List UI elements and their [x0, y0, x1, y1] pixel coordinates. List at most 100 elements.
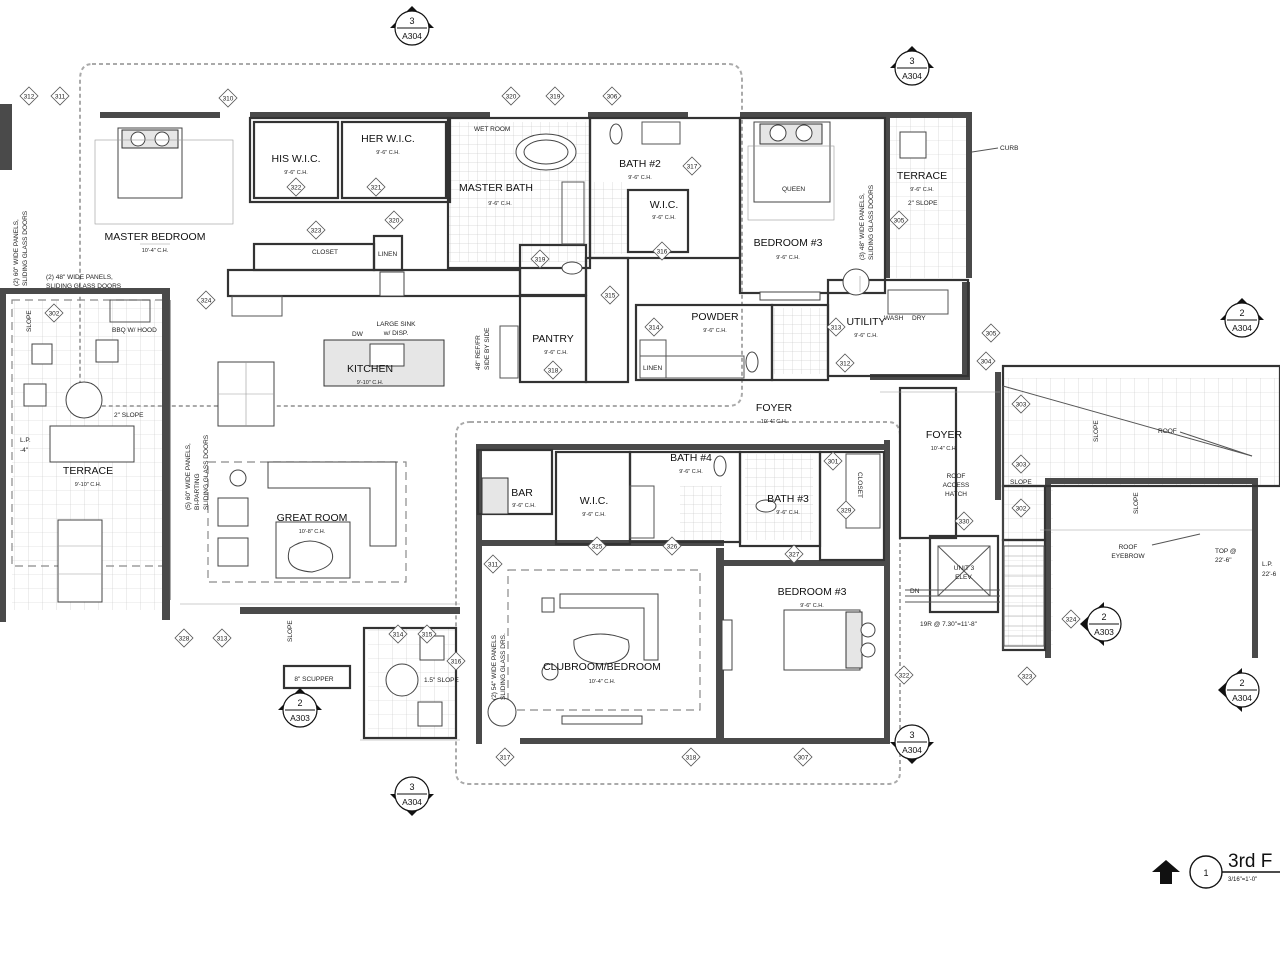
detail-tag: 312: [835, 353, 855, 373]
detail-tag: 313: [826, 317, 846, 337]
svg-text:SLOPE: SLOPE: [26, 310, 33, 332]
detail-tag: 315: [600, 285, 620, 305]
svg-text:ROOF: ROOF: [1158, 428, 1177, 435]
room-labels: MASTER BEDROOM 10'-4" C.H. HIS W.I.C. 9'…: [63, 126, 975, 685]
detail-tag: 318: [543, 360, 563, 380]
svg-text:10'-8" C.H.: 10'-8" C.H.: [299, 529, 326, 535]
svg-text:315: 315: [422, 631, 433, 638]
room-his-wic: HIS W.I.C.: [271, 153, 320, 165]
svg-text:302: 302: [49, 310, 60, 317]
svg-text:3: 3: [909, 56, 914, 66]
room-bedroom-3-south: BEDROOM #3: [778, 586, 847, 598]
svg-text:A304: A304: [402, 797, 422, 807]
svg-text:ACCESS: ACCESS: [943, 482, 970, 489]
svg-text:324: 324: [201, 297, 212, 304]
detail-tag: 305: [981, 323, 1001, 343]
svg-text:WET ROOM: WET ROOM: [474, 126, 510, 133]
svg-text:319: 319: [550, 93, 561, 100]
svg-text:1.5" SLOPE: 1.5" SLOPE: [424, 677, 459, 684]
detail-tag: 316: [652, 241, 672, 261]
svg-text:L.P.: L.P.: [1262, 561, 1273, 568]
svg-text:9'-6" C.H.: 9'-6" C.H.: [284, 170, 308, 176]
svg-text:SLOPE: SLOPE: [1093, 420, 1100, 442]
svg-text:2" SLOPE: 2" SLOPE: [114, 412, 144, 419]
svg-text:311: 311: [488, 561, 499, 568]
misc-lines: [169, 276, 1253, 741]
svg-text:320: 320: [506, 93, 517, 100]
svg-text:SLIDING GLASS DOORS: SLIDING GLASS DOORS: [46, 283, 122, 290]
svg-text:SIDE BY SIDE: SIDE BY SIDE: [484, 327, 491, 370]
svg-text:307: 307: [798, 754, 809, 761]
annotations: LARGE SINK w/ DISP. DW QUEEN WASH DRY BB…: [13, 145, 1277, 700]
svg-text:9'-6" C.H.: 9'-6" C.H.: [512, 503, 536, 509]
room-clubroom-bedroom: CLUBROOM/BEDROOM: [543, 661, 661, 673]
svg-text:328: 328: [179, 635, 190, 642]
detail-tag: 326: [662, 536, 682, 556]
svg-text:329: 329: [841, 507, 852, 514]
svg-text:(5) 60" WIDE PANELS,: (5) 60" WIDE PANELS,: [185, 443, 192, 510]
detail-tag: 311: [483, 554, 503, 574]
detail-tag: 322: [286, 177, 306, 197]
svg-text:301: 301: [828, 458, 839, 465]
svg-text:DW: DW: [352, 331, 364, 338]
svg-text:22'-6: 22'-6: [1262, 571, 1277, 578]
room-master-bedroom: MASTER BEDROOM: [105, 231, 206, 243]
svg-text:CLOSET: CLOSET: [856, 472, 863, 498]
detail-tag: 306: [602, 86, 622, 106]
room-bar: BAR: [511, 487, 533, 499]
svg-text:323: 323: [1022, 673, 1033, 680]
svg-text:3: 3: [409, 16, 414, 26]
detail-tag: 314: [388, 624, 408, 644]
svg-text:317: 317: [687, 163, 698, 170]
svg-text:-4": -4": [20, 447, 29, 454]
room-bath-3: BATH #3: [767, 493, 809, 505]
detail-tag: 311: [50, 86, 70, 106]
detail-tag: 321: [366, 177, 386, 197]
stairs: [905, 545, 1045, 647]
svg-text:305: 305: [894, 217, 905, 224]
svg-text:316: 316: [657, 248, 668, 255]
detail-tag: 317: [495, 747, 515, 767]
svg-text:319: 319: [535, 256, 546, 263]
svg-text:48" REF/FR: 48" REF/FR: [475, 335, 482, 370]
svg-text:A304: A304: [1232, 693, 1252, 703]
detail-tag: 305: [889, 210, 909, 230]
svg-text:22'-6": 22'-6": [1215, 557, 1232, 564]
detail-tag: 323: [1017, 666, 1037, 686]
svg-text:ROOF: ROOF: [1119, 544, 1138, 551]
svg-text:9'-6" C.H.: 9'-6" C.H.: [652, 215, 676, 221]
svg-text:A304: A304: [1232, 323, 1252, 333]
svg-text:317: 317: [500, 754, 511, 761]
svg-text:305: 305: [986, 330, 997, 337]
svg-text:318: 318: [686, 754, 697, 761]
detail-tag: 318: [681, 747, 701, 767]
svg-text:2: 2: [1239, 308, 1244, 318]
svg-text:9'-6" C.H.: 9'-6" C.H.: [488, 201, 512, 207]
drawing-title: 1 3rd F 3/16"=1'-0": [1152, 851, 1280, 889]
elevator-label: UNIT 3: [954, 565, 975, 572]
room-great-room: GREAT ROOM: [277, 512, 348, 524]
svg-text:10'-4" C.H.: 10'-4" C.H.: [142, 248, 169, 254]
detail-tag: 315: [417, 624, 437, 644]
svg-text:9'-6" C.H.: 9'-6" C.H.: [628, 175, 652, 181]
svg-text:306: 306: [607, 93, 618, 100]
detail-tag: 325: [587, 536, 607, 556]
svg-text:2: 2: [1101, 612, 1106, 622]
svg-text:ELEV.: ELEV.: [955, 574, 973, 581]
svg-text:L.P.: L.P.: [20, 437, 31, 444]
svg-text:BBQ W/ HOOD: BBQ W/ HOOD: [112, 327, 157, 334]
detail-tag: 304: [976, 351, 996, 371]
svg-text:(2) 54" WIDE PANELS: (2) 54" WIDE PANELS: [491, 634, 498, 700]
room-her-wic: HER W.I.C.: [361, 133, 415, 145]
svg-text:2" SLOPE: 2" SLOPE: [908, 200, 938, 207]
detail-tag: 310: [218, 88, 238, 108]
svg-text:SLIDING GLASS DOORS: SLIDING GLASS DOORS: [203, 434, 210, 510]
room-master-bath: MASTER BATH: [459, 182, 533, 194]
room-kitchen: KITCHEN: [347, 363, 393, 375]
detail-tag: 322: [894, 665, 914, 685]
svg-text:SLOPE: SLOPE: [287, 620, 294, 642]
